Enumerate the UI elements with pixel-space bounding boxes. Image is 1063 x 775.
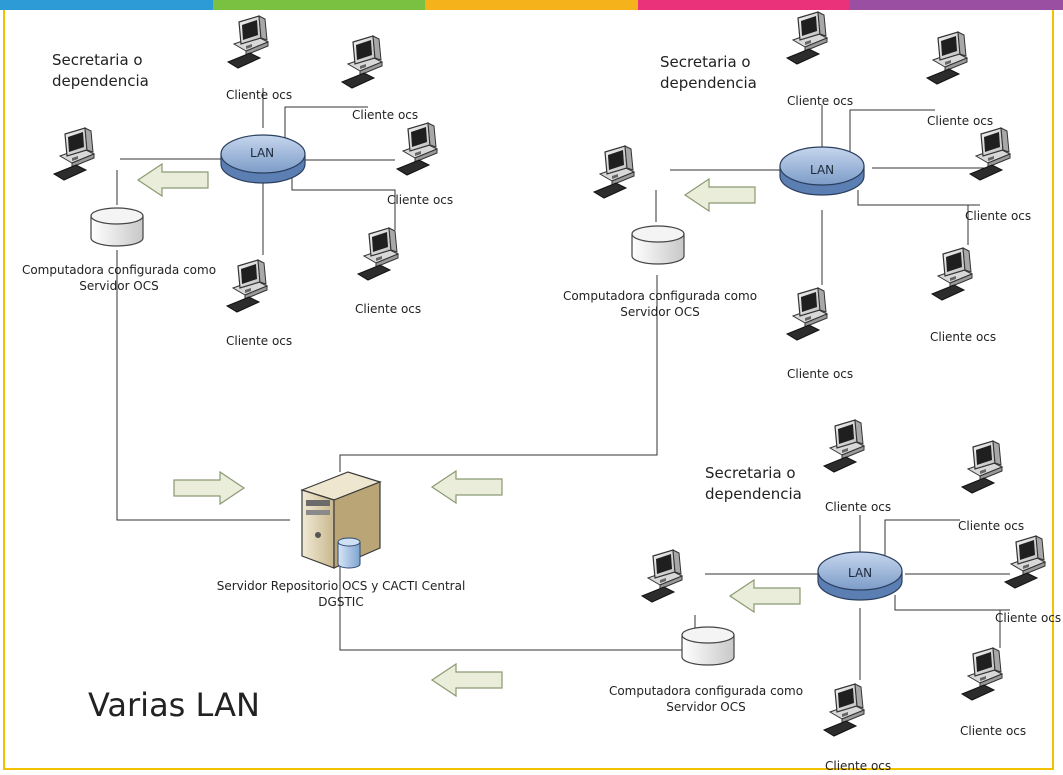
client-label: Cliente ocs	[352, 108, 419, 122]
desktop-computer-icon	[341, 35, 383, 89]
client-label: Cliente ocs	[930, 330, 997, 344]
client-label: Cliente ocs	[965, 209, 1032, 223]
desktop-computer-icon	[786, 287, 828, 341]
flow-arrow-icon	[431, 470, 503, 504]
desktop-computer-icon	[396, 122, 438, 176]
desktop-computer-icon	[53, 127, 95, 181]
desktop-computer-icon	[961, 647, 1003, 701]
banner-segment	[0, 0, 213, 10]
flow-arrow-icon	[173, 471, 245, 505]
flow-arrow-icon	[684, 178, 756, 212]
client-label: Cliente ocs	[927, 114, 994, 128]
lan-label: LAN	[810, 163, 835, 177]
site-label: Secretaria o dependencia	[660, 53, 757, 92]
client-label: Cliente ocs	[787, 367, 854, 381]
client-label: Cliente ocs	[787, 94, 854, 108]
client-label: Cliente ocs	[387, 193, 454, 207]
connection-lines	[116, 88, 1010, 680]
client-label: Cliente ocs	[825, 500, 892, 514]
banner-segment	[637, 0, 851, 10]
site-label: Secretaria o dependencia	[705, 464, 802, 503]
database-disk-icon	[631, 225, 685, 265]
desktop-computer-icon	[357, 227, 399, 281]
desktop-computer-icon	[641, 549, 683, 603]
local-server-label: Computadora configurada como Servidor OC…	[21, 263, 217, 293]
flow-arrow-icon	[431, 663, 503, 697]
banner-segment	[850, 0, 1063, 10]
site-label: Secretaria o dependencia	[52, 51, 149, 90]
diagram-title: Varias LAN	[88, 686, 260, 724]
lan-label: LAN	[250, 146, 275, 160]
client-label: Cliente ocs	[995, 611, 1062, 625]
flow-arrow-icon	[729, 579, 801, 613]
database-icon	[337, 537, 361, 569]
desktop-computer-icon	[926, 31, 968, 85]
banner-segment	[425, 0, 638, 10]
desktop-computer-icon	[823, 683, 865, 737]
client-label: Cliente ocs	[825, 759, 892, 773]
desktop-computer-icon	[227, 15, 269, 69]
lan-label: LAN	[848, 566, 873, 580]
client-label: Cliente ocs	[226, 334, 293, 348]
desktop-computer-icon	[931, 247, 973, 301]
color-banner	[0, 0, 1063, 10]
local-server-label: Computadora configurada como Servidor OC…	[562, 289, 758, 319]
banner-segment	[212, 0, 426, 10]
desktop-computer-icon	[593, 145, 635, 199]
client-label: Cliente ocs	[958, 519, 1025, 533]
flow-arrow-icon	[137, 163, 209, 197]
client-label: Cliente ocs	[226, 88, 293, 102]
client-label: Cliente ocs	[960, 724, 1027, 738]
desktop-computer-icon	[1004, 535, 1046, 589]
database-disk-icon	[681, 626, 735, 666]
database-disk-icon	[90, 207, 144, 247]
local-server-label: Computadora configurada como Servidor OC…	[608, 684, 804, 714]
central-server-label: Servidor Repositorio OCS y CACTI Central…	[216, 579, 466, 609]
diagram-frame	[3, 10, 1054, 770]
desktop-computer-icon	[961, 440, 1003, 494]
desktop-computer-icon	[969, 127, 1011, 181]
client-label: Cliente ocs	[355, 302, 422, 316]
